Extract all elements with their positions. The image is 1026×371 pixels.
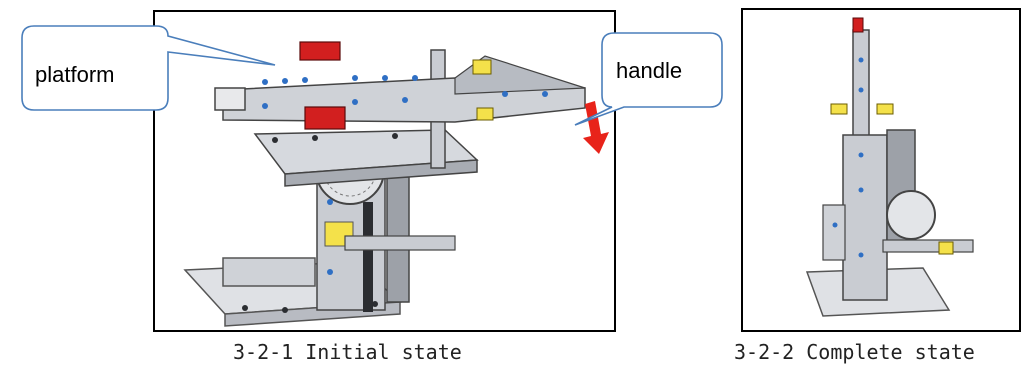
gear (886, 190, 936, 240)
yellow-connector-top (472, 59, 492, 75)
complete-state-model-image (805, 17, 974, 317)
dark-peg-holes (242, 133, 398, 313)
down-arrow-icon (583, 101, 609, 154)
yellow-connector-bottom (476, 107, 494, 121)
handle-callout-label: handle (616, 58, 683, 83)
red-block-top (299, 41, 341, 61)
peg-holes (832, 57, 864, 258)
tower (822, 29, 974, 301)
yellow-connector-right (876, 103, 894, 115)
platform-callout-label: platform (35, 62, 115, 87)
arm-beam (214, 55, 586, 123)
figure-caption-complete: 3-2-2 Complete state (734, 340, 975, 364)
figure-caption-initial: 3-2-1 Initial state (233, 340, 462, 364)
yellow-connector-left (830, 103, 848, 115)
yellow-part (938, 241, 954, 255)
initial-state-model-image (183, 41, 609, 327)
figure-complete-state (741, 8, 1021, 332)
platform-plate (253, 129, 479, 187)
red-tip (852, 17, 864, 33)
red-block-bottom (304, 106, 346, 130)
figure-initial-state (153, 10, 616, 332)
